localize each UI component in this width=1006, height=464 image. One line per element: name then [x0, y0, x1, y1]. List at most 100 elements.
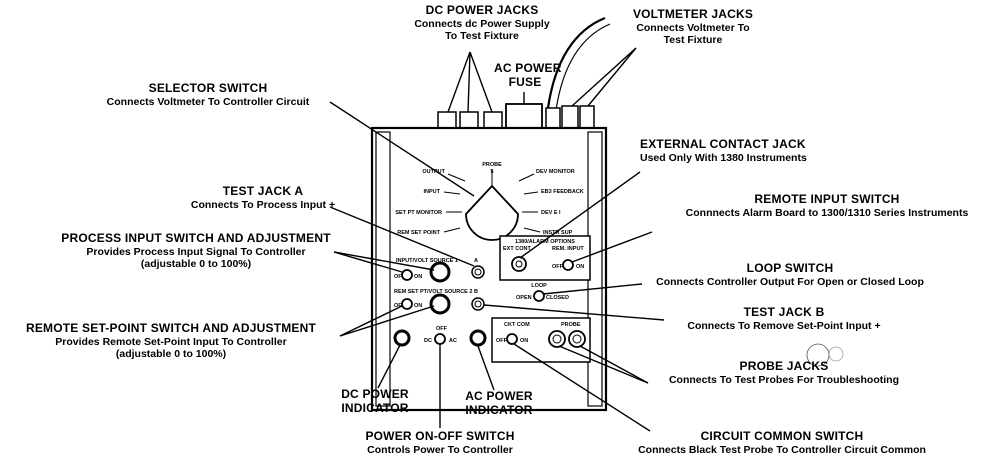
sel-probe: PROBE — [482, 162, 502, 168]
closed-label: CLOSED — [546, 295, 569, 301]
process-input-switch-line-1: Provides Process Input Signal To Control… — [86, 245, 306, 258]
callout-dc-power-jacks: DC POWER JACKS Connects dc Power Supply … — [392, 3, 572, 42]
power-on-off-switch-line-1: Controls Power To Controller — [367, 443, 513, 456]
process-input-row: INPUT/VOLT SOURCE 1 OFF ON A — [394, 258, 485, 283]
callout-ac-power-indicator: AC POWER INDICATOR — [464, 389, 534, 418]
circuit-common-toggle — [506, 333, 518, 345]
selector-switch-line-1: Connects Voltmeter To Controller Circuit — [106, 95, 310, 108]
sel-eb3-feedback: EB3 FEEDBACK — [541, 189, 584, 195]
jack-b-label: B — [474, 289, 478, 295]
ac-power-indicator-title-2: INDICATOR — [465, 402, 533, 417]
voltmeter-jack-3 — [579, 105, 595, 129]
rem-on-label: ON — [576, 264, 584, 270]
leader-test-jack-b — [483, 304, 665, 321]
leader-dc-jacks-1 — [447, 51, 471, 113]
leader-loop — [542, 283, 643, 295]
callout-dc-power-indicator: DC POWER INDICATOR — [340, 387, 410, 416]
circuit-common-switch-title: CIRCUIT COMMON SWITCH — [700, 429, 864, 443]
callout-external-contact-jack: EXTERNAL CONTACT JACK Used Only With 138… — [640, 137, 807, 164]
callout-power-on-off-switch: POWER ON-OFF SWITCH Controls Power To Co… — [352, 429, 528, 456]
remote-input-toggle — [562, 259, 574, 271]
voltmeter-jacks-line-1: Connects Voltmeter To — [636, 21, 750, 34]
alarm-options-header: 1380/ALARM OPTIONS — [515, 239, 575, 245]
loop-label: LOOP — [531, 283, 547, 289]
power-switch — [434, 333, 446, 345]
dc-power-indicator-title: DC POWER — [341, 387, 409, 401]
dc-power-jacks-line-2: To Test Fixture — [445, 29, 519, 42]
callout-remote-input-switch: REMOTE INPUT SWITCH Connnects Alarm Boar… — [650, 192, 1004, 219]
remote-set-point-knob — [429, 293, 451, 315]
test-jack-b — [471, 297, 485, 311]
leader-remote-input — [571, 231, 653, 263]
selector-tick-9 — [523, 227, 541, 233]
leader-voltmeter-1 — [571, 47, 637, 107]
rem-input-label: REM. INPUT — [552, 246, 584, 252]
test-jack-a-line-1: Connects To Process Input + — [190, 198, 336, 211]
open-label: OPEN — [516, 295, 532, 301]
remote-input-switch-line-1: Connnects Alarm Board to 1300/1310 Serie… — [685, 206, 969, 219]
test-jack-a-inner — [474, 268, 482, 276]
leader-selector — [329, 101, 475, 197]
voltmeter-jacks-title: VOLTMETER JACKS — [632, 7, 754, 21]
probe-jack-1-inner — [552, 334, 562, 344]
selector-tick-4 — [447, 173, 466, 182]
leader-process-1 — [333, 251, 403, 273]
test-jack-b-inner — [474, 300, 482, 308]
leader-process-2 — [333, 251, 435, 271]
leader-remote-set-2 — [339, 305, 435, 337]
leader-dc-jacks-3 — [469, 51, 493, 113]
input-volt-source-1-label: INPUT/VOLT SOURCE 1 — [396, 258, 458, 264]
probe-box: CKT COM PROBE OFF ON — [491, 317, 591, 363]
selector-tick-7 — [523, 191, 539, 195]
loop-toggle — [533, 290, 545, 302]
loop-switch-title: LOOP SWITCH — [746, 261, 834, 275]
test-jack-a-title: TEST JACK A — [222, 184, 304, 198]
jack-a-label: A — [474, 258, 478, 264]
voltmeter-jack-1 — [545, 107, 561, 129]
external-contact-jack — [511, 256, 527, 272]
remote-set-point-title: REMOTE SET-POINT SWITCH AND ADJUSTMENT — [25, 321, 317, 335]
scan-artifact-circle-small — [828, 346, 844, 362]
voltmeter-cable-inner — [555, 23, 611, 111]
on-label-1: ON — [414, 274, 422, 280]
leader-probe-2 — [579, 345, 649, 384]
dc-jack-2 — [459, 111, 479, 129]
callout-selector-switch: SELECTOR SWITCH Connects Voltmeter To Co… — [88, 81, 328, 108]
selector-tick-6 — [518, 173, 535, 182]
callout-probe-jacks: PROBE JACKS Connects To Test Probes For … — [648, 359, 920, 386]
ckt-off-label: OFF — [496, 338, 508, 344]
selector-switch: PROBE 5 OUTPUT DEV MONITOR INPUT EB3 FEE… — [395, 162, 584, 241]
sel-dev-e-i: DEV E I — [541, 210, 561, 216]
remote-set-point-line-1: Provides Remote Set-Point Input To Contr… — [55, 335, 287, 348]
dc-power-jacks-title: DC POWER JACKS — [425, 3, 539, 17]
power-dc-label: DC — [424, 338, 432, 344]
voltmeter-cable — [546, 16, 606, 109]
dc-power-jacks-line-1: Connects dc Power Supply — [414, 17, 550, 30]
process-input-knob — [429, 261, 451, 283]
callout-test-jack-b: TEST JACK B Connects To Remove Set-Point… — [664, 305, 904, 332]
sel-rem-set-point: REM SET POINT — [397, 230, 440, 236]
leader-probe-1 — [558, 345, 649, 384]
sel-output: OUTPUT — [422, 169, 445, 175]
power-ac-label: AC — [449, 338, 457, 344]
voltmeter-jacks-line-2: Test Fixture — [663, 33, 723, 46]
sel-instr-sup: INSTR SUP — [543, 230, 573, 236]
ext-cont-label: EXT CONT — [503, 246, 531, 252]
callout-voltmeter-jacks: VOLTMETER JACKS Connects Voltmeter To Te… — [618, 7, 768, 46]
loop-switch-line-1: Connects Controller Output For Open or C… — [656, 275, 924, 288]
callout-test-jack-a: TEST JACK A Connects To Process Input + — [188, 184, 338, 211]
selector-switch-title: SELECTOR SWITCH — [148, 81, 268, 95]
ckt-on-label: ON — [520, 338, 528, 344]
leader-dc-jacks-2 — [467, 51, 471, 113]
selector-tick-3 — [443, 191, 461, 195]
external-contact-jack-line-1: Used Only With 1380 Instruments — [640, 151, 807, 164]
remote-set-point-row: REM SET PT/VOLT SOURCE 2 B OFF ON — [394, 289, 485, 315]
leader-lines — [329, 47, 665, 432]
selector-tick-1 — [443, 227, 461, 233]
ac-power-fuse-title: AC POWER — [494, 61, 562, 75]
test-jack-b-title: TEST JACK B — [743, 305, 825, 319]
probe-jack-1 — [548, 330, 566, 348]
callout-process-input-switch: PROCESS INPUT SWITCH AND ADJUSTMENT Prov… — [58, 231, 334, 270]
leader-remote-set-1 — [339, 305, 403, 337]
